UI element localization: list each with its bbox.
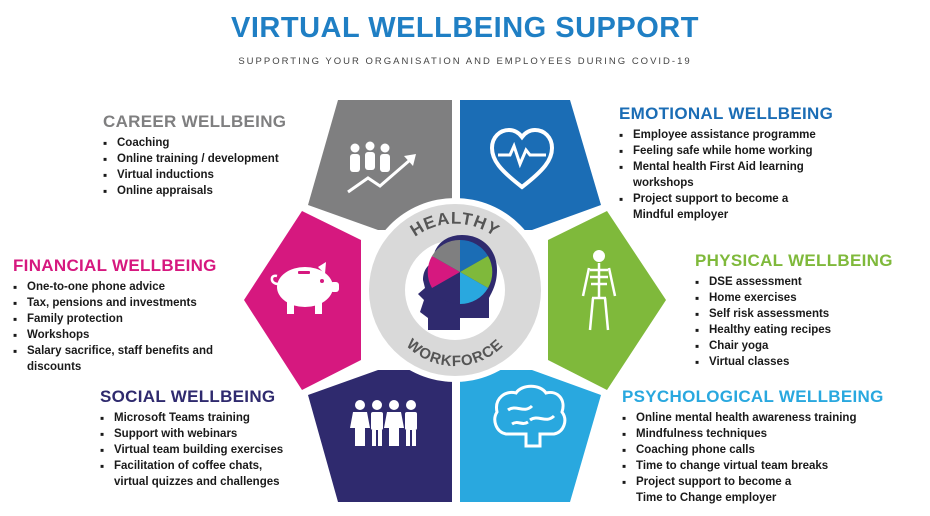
list-item: Tax, pensions and investments (13, 295, 217, 311)
list-item: Time to change virtual team breaks (622, 458, 884, 474)
list-item: DSE assessment (695, 274, 893, 290)
list-item: Coaching phone calls (622, 442, 884, 458)
list-item: Salary sacrifice, staff benefits and (13, 343, 217, 359)
list-item: Online mental health awareness training (622, 410, 884, 426)
list-item: Online training / development (103, 151, 286, 167)
list-item: Home exercises (695, 290, 893, 306)
physical-wellbeing-section: PHYSICAL WELLBEING DSE assessment Home e… (695, 251, 893, 370)
list-item: Healthy eating recipes (695, 322, 893, 338)
list-item: Coaching (103, 135, 286, 151)
emotional-wellbeing-section: EMOTIONAL WELLBEING Employee assistance … (619, 104, 833, 223)
list-item: Project support to become a (619, 191, 833, 207)
list-item: discounts (27, 361, 82, 373)
emotional-heading: EMOTIONAL WELLBEING (619, 104, 834, 123)
page-title: VIRTUAL WELLBEING SUPPORT (231, 12, 699, 44)
list-item: Online appraisals (103, 183, 286, 199)
skeleton-icon (581, 250, 617, 331)
physical-list: DSE assessment Home exercises Self risk … (695, 274, 893, 370)
list-item: Feeling safe while home working (619, 143, 833, 159)
list-item: Time to Change employer (636, 492, 777, 504)
list-item: Virtual inductions (103, 167, 286, 183)
list-item: Workshops (13, 327, 217, 343)
heart-pulse-icon (489, 127, 555, 190)
financial-list: One-to-one phone advice Tax, pensions an… (13, 279, 217, 375)
list-item: Self risk assessments (695, 306, 893, 322)
financial-heading: FINANCIAL WELLBEING (13, 256, 217, 275)
psychological-wellbeing-section: PSYCHOLOGICAL WELLBEING Online mental he… (622, 387, 884, 506)
social-list: Microsoft Teams training Support with we… (100, 410, 283, 490)
list-item: Virtual team building exercises (100, 442, 283, 458)
head-icon (418, 235, 497, 330)
people-growth-arrow-icon (347, 141, 416, 194)
piggy-bank-icon (270, 262, 339, 314)
list-item: Chair yoga (695, 338, 893, 354)
page-subtitle: SUPPORTING YOUR ORGANISATION AND EMPLOYE… (238, 56, 692, 67)
career-wellbeing-section: CAREER WELLBEING Coaching Online trainin… (103, 112, 286, 199)
list-item: Support with webinars (100, 426, 283, 442)
psychological-heading: PSYCHOLOGICAL WELLBEING (622, 387, 884, 406)
financial-wellbeing-section: FINANCIAL WELLBEING One-to-one phone adv… (13, 256, 217, 375)
list-item: Mental health First Aid learning (619, 159, 833, 175)
physical-segment (548, 211, 666, 390)
list-item: virtual quizzes and challenges (114, 476, 280, 488)
emotional-segment (460, 100, 601, 230)
list-item: Facilitation of coffee chats, (100, 458, 283, 474)
list-item: Virtual classes (695, 354, 893, 370)
social-heading: SOCIAL WELLBEING (100, 387, 276, 406)
list-item: Microsoft Teams training (100, 410, 283, 426)
list-item: Family protection (13, 311, 217, 327)
psychological-segment (460, 370, 601, 502)
psychological-list: Online mental health awareness training … (622, 410, 884, 506)
career-heading: CAREER WELLBEING (103, 112, 287, 131)
physical-heading: PHYSICAL WELLBEING (695, 251, 893, 270)
list-item: One-to-one phone advice (13, 279, 217, 295)
list-item: Project support to become a (622, 474, 884, 490)
emotional-list: Employee assistance programme Feeling sa… (619, 127, 833, 223)
list-item: Mindfulness techniques (622, 426, 884, 442)
brain-icon (493, 384, 567, 448)
social-wellbeing-section: SOCIAL WELLBEING Microsoft Teams trainin… (100, 387, 283, 490)
list-item: Mindful employer (633, 209, 729, 221)
list-item: Employee assistance programme (619, 127, 833, 143)
list-item: workshops (633, 177, 694, 189)
career-list: Coaching Online training / development V… (103, 135, 286, 199)
group-of-people-icon (350, 400, 417, 446)
